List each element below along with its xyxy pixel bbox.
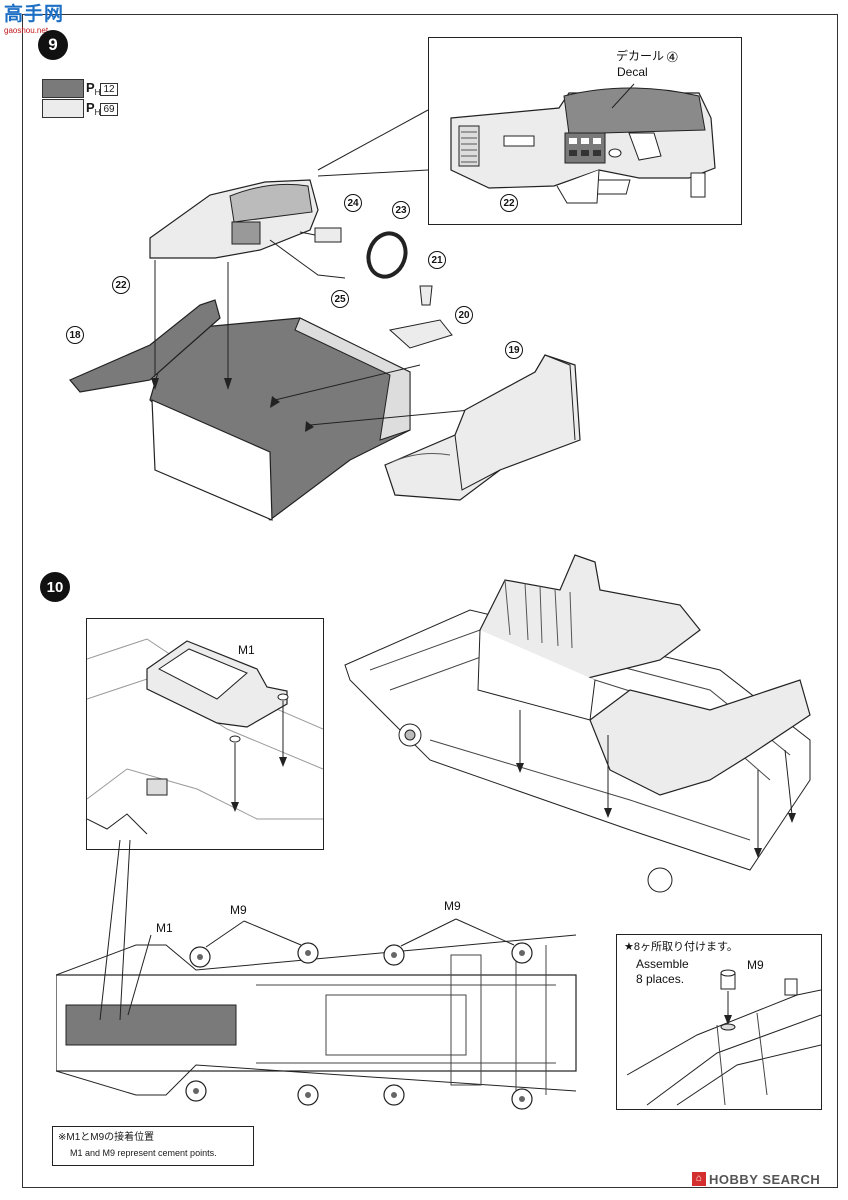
decal-label-en: Decal <box>617 65 648 79</box>
brand-mark-icon: ⌂ <box>692 1172 706 1186</box>
decal-label-jp: デカール <box>616 49 665 63</box>
footer-watermark: ⌂ HOBBY SEARCH <box>692 1170 820 1188</box>
part-23: 23 <box>392 201 410 219</box>
m9-label-right: M9 <box>444 899 461 913</box>
decal-number: ④ <box>666 49 679 65</box>
dashboard-detail-inset <box>428 37 742 225</box>
cement-note-en: M1 and M9 represent cement points. <box>70 1148 217 1158</box>
step-10-badge: 10 <box>40 572 70 602</box>
m1-label-inset: M1 <box>238 643 255 657</box>
site-logo-sub: gaoshou.net <box>4 26 49 35</box>
site-logo-text: 高手网 <box>4 4 65 25</box>
assemble-note-en-2: 8 places. <box>636 972 685 986</box>
part-21: 21 <box>428 251 446 269</box>
page-border <box>22 14 838 1188</box>
m9-assemble-drawing <box>626 969 822 1106</box>
chassis-assembly-drawing <box>344 554 811 893</box>
cement-note-box <box>52 1126 254 1166</box>
m1-callout-lines <box>99 840 131 1020</box>
part-18: 18 <box>66 326 84 344</box>
m9-assemble-inset <box>616 934 822 1110</box>
site-logo: 高手网 gaoshou.net <box>4 4 74 36</box>
step-9-exploded-drawing <box>69 109 581 521</box>
step-9-badge: 9 <box>38 30 68 60</box>
part-24: 24 <box>344 194 362 212</box>
part-20: 20 <box>455 306 473 324</box>
chassis-frame-drawing <box>56 918 577 1110</box>
part-19: 19 <box>505 341 523 359</box>
m9-label-inset: M9 <box>747 958 764 972</box>
part-25: 25 <box>331 290 349 308</box>
m1-label-bottom: M1 <box>156 921 173 935</box>
cement-note-jp: ※M1とM9の接着位置 <box>58 1132 155 1143</box>
dashboard-detail-drawing <box>450 83 716 204</box>
footer-brand: HOBBY SEARCH <box>709 1171 821 1187</box>
assemble-note-en-1: Assemble <box>636 957 689 971</box>
m1-detail-inset <box>86 618 324 850</box>
m1-detail-drawing <box>86 638 324 835</box>
assemble-note-jp: ★8ヶ所取り付けます。 <box>624 941 738 953</box>
m9-label-left: M9 <box>230 903 247 917</box>
part-22: 22 <box>112 276 130 294</box>
paint-swatch-dark <box>42 79 84 98</box>
part-22-inset: 22 <box>500 194 518 212</box>
paint-swatch-light <box>42 99 84 118</box>
